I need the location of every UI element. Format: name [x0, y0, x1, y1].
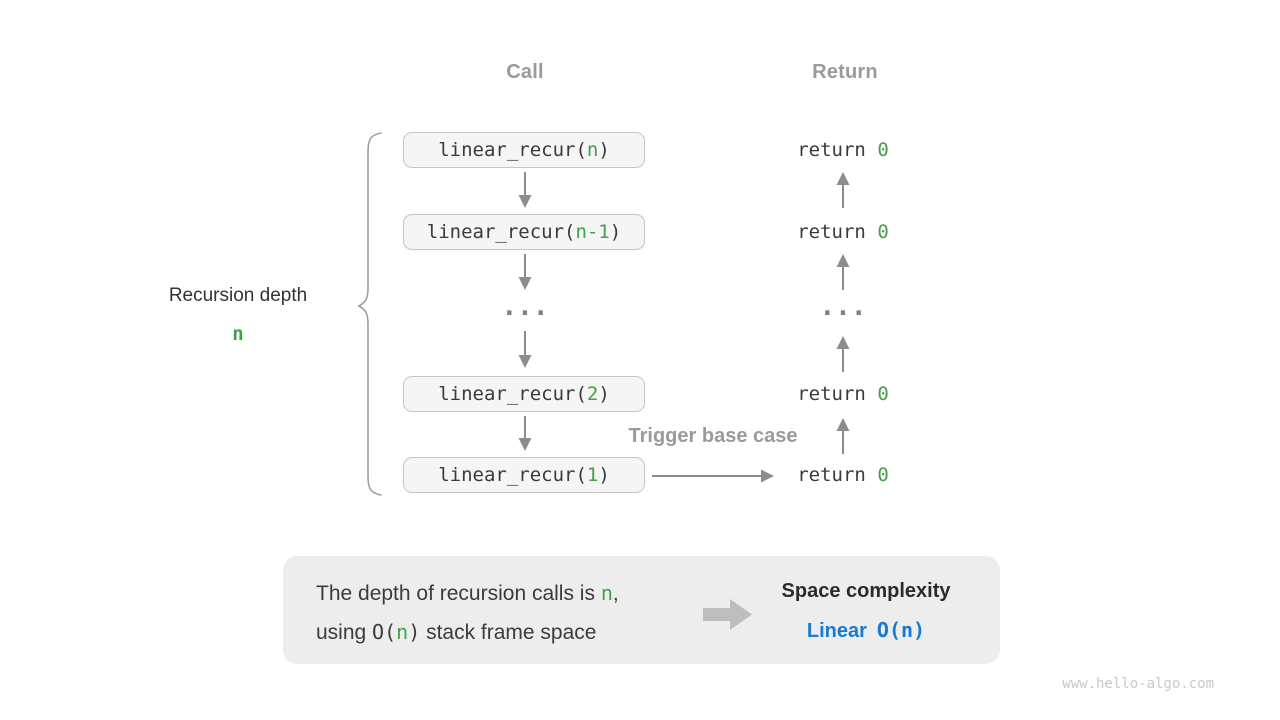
code-text: ) — [598, 464, 610, 486]
return-statement: return 0 — [723, 464, 963, 488]
code-arg: n-1 — [575, 221, 610, 243]
summary-var: n — [396, 620, 409, 644]
implies-arrow-icon — [703, 599, 752, 630]
call-box-2: linear_recur(2) — [403, 376, 645, 412]
return-statement: return 0 — [723, 383, 963, 407]
code-arg: 2 — [586, 383, 599, 405]
return-statement: return 0 — [723, 139, 963, 163]
summary-text: The depth of recursion calls is — [316, 582, 601, 605]
summary-text: stack frame space — [420, 621, 597, 644]
return-statement: return 0 — [723, 221, 963, 245]
code-text: ) — [598, 383, 610, 405]
code-text: ) — [609, 221, 622, 243]
summary-panel: The depth of recursion calls is n, using… — [283, 556, 1000, 664]
return-keyword: return — [797, 221, 878, 243]
trigger-base-case-label: Trigger base case — [628, 425, 798, 447]
return-keyword: return — [797, 139, 878, 161]
summary-text: using — [316, 621, 373, 644]
space-complexity-title: Space complexity — [781, 580, 951, 602]
call-box-n: linear_recur(n) — [403, 132, 645, 168]
return-keyword: return — [797, 464, 878, 486]
code-text: linear_recur( — [438, 464, 587, 486]
complexity-code: O(n) — [876, 618, 926, 642]
summary-text: , — [612, 582, 619, 605]
summary-code: O( — [372, 620, 397, 644]
summary-line-1: The depth of recursion calls is n, — [316, 580, 619, 606]
return-value: 0 — [877, 221, 889, 243]
return-value: 0 — [877, 464, 889, 486]
recursion-depth-value: n — [232, 323, 244, 345]
complexity-kind: Linear — [806, 620, 867, 642]
call-box-1: linear_recur(1) — [403, 457, 645, 493]
code-arg: n — [586, 139, 599, 161]
return-keyword: return — [797, 383, 878, 405]
code-text: linear_recur( — [438, 383, 587, 405]
summary-line-2: using O(n) stack frame space — [316, 619, 596, 645]
return-ellipsis: ... — [819, 292, 867, 322]
code-text: linear_recur( — [426, 221, 576, 243]
summary-code: ) — [408, 620, 421, 644]
summary-var: n — [600, 581, 613, 605]
code-text: ) — [598, 139, 610, 161]
recursion-depth-brace — [357, 132, 382, 496]
call-column-header: Call — [506, 61, 544, 83]
return-value: 0 — [877, 383, 889, 405]
watermark: www.hello-algo.com — [1062, 676, 1214, 692]
return-value: 0 — [877, 139, 889, 161]
recursion-depth-label: Recursion depth — [168, 285, 308, 306]
space-complexity-value: Linear O(n) — [746, 618, 986, 643]
return-column-header: Return — [812, 61, 878, 83]
call-box-n-1: linear_recur(n-1) — [403, 214, 645, 250]
call-ellipsis: ... — [501, 292, 549, 322]
code-arg: 1 — [586, 464, 599, 486]
code-text: linear_recur( — [438, 139, 587, 161]
